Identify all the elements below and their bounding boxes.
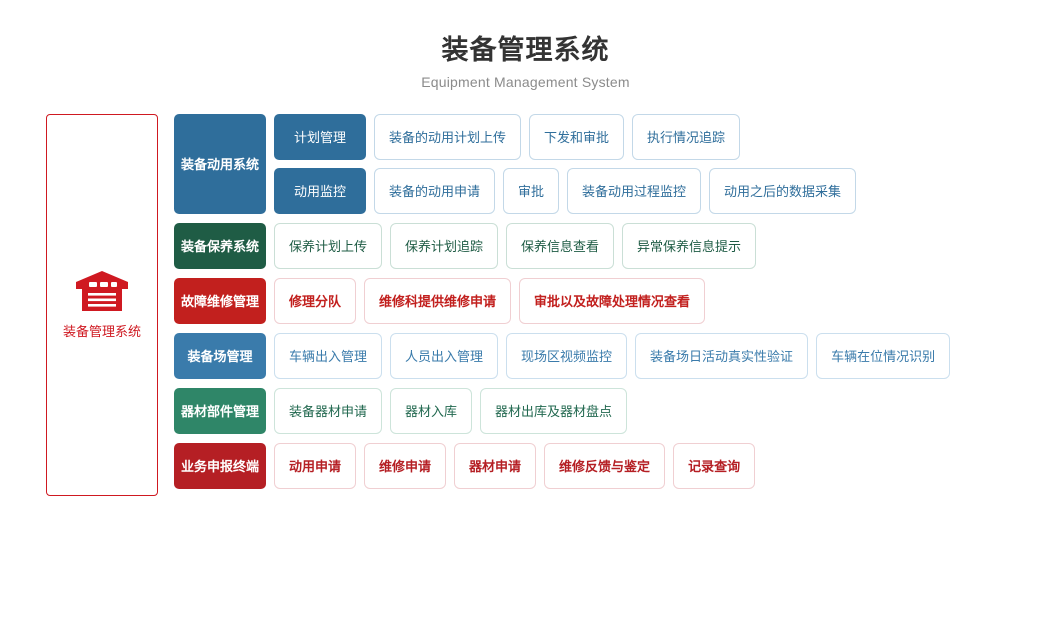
architecture-diagram: 装备管理系统 装备动用系统计划管理装备的动用计划上传下发和审批执行情况追踪动用监…: [0, 113, 1051, 498]
function-chip[interactable]: 现场区视频监控: [506, 332, 628, 379]
warehouse-icon: [74, 270, 130, 312]
page-subtitle: Equipment Management System: [421, 73, 630, 90]
category-label[interactable]: 业务申报终端: [174, 442, 266, 489]
function-chip[interactable]: 修理分队: [274, 277, 357, 324]
function-chip[interactable]: 审批: [503, 167, 560, 214]
sub-row: 动用监控装备的动用申请审批装备动用过程监控动用之后的数据采集: [274, 167, 1051, 214]
category-label[interactable]: 故障维修管理: [174, 277, 266, 324]
function-chip[interactable]: 保养计划上传: [274, 222, 383, 269]
category-row: 装备保养系统保养计划上传保养计划追踪保养信息查看异常保养信息提示: [174, 222, 1051, 269]
category-row: 装备场管理车辆出入管理人员出入管理现场区视频监控装备场日活动真实性验证车辆在位情…: [174, 332, 1051, 379]
sub-category-label[interactable]: 计划管理: [274, 113, 366, 160]
function-chip[interactable]: 记录查询: [673, 442, 756, 489]
function-chip[interactable]: 器材出库及器材盘点: [480, 387, 628, 434]
system-panel[interactable]: 装备管理系统: [46, 113, 158, 496]
function-chip[interactable]: 维修申请: [364, 442, 447, 489]
category-rows: 装备动用系统计划管理装备的动用计划上传下发和审批执行情况追踪动用监控装备的动用申…: [174, 113, 1051, 498]
function-chip[interactable]: 车辆出入管理: [274, 332, 383, 379]
function-chip[interactable]: 下发和审批: [529, 113, 625, 160]
sub-row: 修理分队维修科提供维修申请审批以及故障处理情况查看: [274, 277, 1051, 324]
function-chip[interactable]: 保养计划追踪: [390, 222, 499, 269]
category-row-body: 装备器材申请器材入库器材出库及器材盘点: [274, 387, 1051, 434]
category-label[interactable]: 器材部件管理: [174, 387, 266, 434]
function-chip[interactable]: 维修科提供维修申请: [364, 277, 512, 324]
sub-row: 动用申请维修申请器材申请维修反馈与鉴定记录查询: [274, 442, 1051, 489]
page-header: 装备管理系统 Equipment Management System: [0, 0, 1051, 90]
page-title: 装备管理系统: [441, 35, 610, 65]
function-chip[interactable]: 器材入库: [390, 387, 473, 434]
sub-row: 保养计划上传保养计划追踪保养信息查看异常保养信息提示: [274, 222, 1051, 269]
function-chip[interactable]: 异常保养信息提示: [622, 222, 757, 269]
function-chip[interactable]: 动用之后的数据采集: [709, 167, 857, 214]
category-row-body: 修理分队维修科提供维修申请审批以及故障处理情况查看: [274, 277, 1051, 324]
category-label[interactable]: 装备保养系统: [174, 222, 266, 269]
category-row: 装备动用系统计划管理装备的动用计划上传下发和审批执行情况追踪动用监控装备的动用申…: [174, 113, 1051, 214]
category-row-body: 车辆出入管理人员出入管理现场区视频监控装备场日活动真实性验证车辆在位情况识别: [274, 332, 1051, 379]
function-chip[interactable]: 车辆在位情况识别: [816, 332, 951, 379]
function-chip[interactable]: 装备场日活动真实性验证: [635, 332, 809, 379]
category-row: 故障维修管理修理分队维修科提供维修申请审批以及故障处理情况查看: [174, 277, 1051, 324]
function-chip[interactable]: 器材申请: [454, 442, 537, 489]
function-chip[interactable]: 装备器材申请: [274, 387, 383, 434]
sub-row: 计划管理装备的动用计划上传下发和审批执行情况追踪: [274, 113, 1051, 160]
function-chip[interactable]: 动用申请: [274, 442, 357, 489]
category-row-body: 计划管理装备的动用计划上传下发和审批执行情况追踪动用监控装备的动用申请审批装备动…: [274, 113, 1051, 214]
function-chip[interactable]: 装备动用过程监控: [567, 167, 702, 214]
function-chip[interactable]: 维修反馈与鉴定: [544, 442, 666, 489]
function-chip[interactable]: 执行情况追踪: [632, 113, 741, 160]
function-chip[interactable]: 装备的动用申请: [374, 167, 496, 214]
function-chip[interactable]: 保养信息查看: [506, 222, 615, 269]
category-row: 业务申报终端动用申请维修申请器材申请维修反馈与鉴定记录查询: [174, 442, 1051, 489]
category-row: 器材部件管理装备器材申请器材入库器材出库及器材盘点: [174, 387, 1051, 434]
function-chip[interactable]: 审批以及故障处理情况查看: [519, 277, 706, 324]
sub-row: 装备器材申请器材入库器材出库及器材盘点: [274, 387, 1051, 434]
category-row-body: 保养计划上传保养计划追踪保养信息查看异常保养信息提示: [274, 222, 1051, 269]
category-row-body: 动用申请维修申请器材申请维修反馈与鉴定记录查询: [274, 442, 1051, 489]
sub-category-label[interactable]: 动用监控: [274, 167, 366, 214]
function-chip[interactable]: 装备的动用计划上传: [374, 113, 522, 160]
function-chip[interactable]: 人员出入管理: [390, 332, 499, 379]
system-panel-label: 装备管理系统: [62, 323, 141, 339]
category-label[interactable]: 装备场管理: [174, 332, 266, 379]
category-label[interactable]: 装备动用系统: [174, 113, 266, 214]
sub-row: 车辆出入管理人员出入管理现场区视频监控装备场日活动真实性验证车辆在位情况识别: [274, 332, 1051, 379]
